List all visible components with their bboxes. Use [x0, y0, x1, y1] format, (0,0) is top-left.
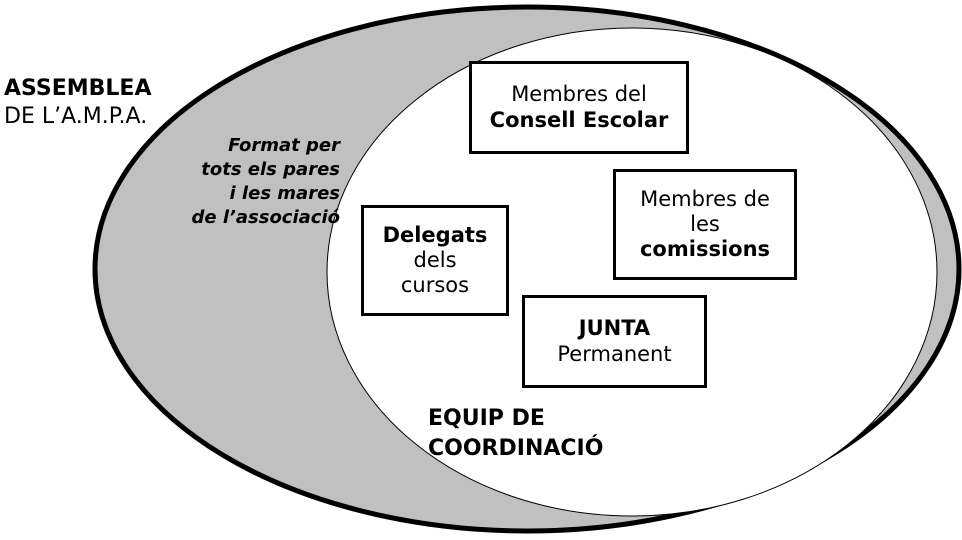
- consell-line1: Membres del: [511, 82, 647, 107]
- delegats-line2: dels: [413, 247, 457, 272]
- junta-line1: JUNTA: [578, 316, 651, 341]
- junta-line2: Permanent: [557, 341, 672, 366]
- equip-line2: COORDINACIÓ: [428, 436, 604, 461]
- consell-line2: Consell Escolar: [489, 107, 669, 132]
- delegats-box: Delegats dels cursos: [361, 205, 509, 316]
- description-line: i les mares: [229, 183, 341, 204]
- consell-escolar-box: Membres del Consell Escolar: [469, 61, 689, 154]
- description-line: Format per: [228, 135, 340, 156]
- assemblea-title: ASSEMBLEA: [4, 76, 152, 101]
- equip-line1: EQUIP DE: [428, 406, 545, 431]
- description-line: tots els pares: [201, 159, 340, 180]
- assemblea-description: Format per tots els pares i les mares de…: [150, 134, 341, 230]
- comissions-line1: Membres de: [640, 186, 770, 211]
- equip-label: EQUIP DE COORDINACIÓ: [428, 404, 603, 464]
- description-line: de l’associació: [191, 207, 341, 228]
- delegats-line1: Delegats: [382, 222, 488, 247]
- comissions-line2: les: [690, 211, 720, 236]
- assemblea-subtitle: DE L’A.M.P.A.: [4, 104, 148, 129]
- junta-box: JUNTA Permanent: [522, 295, 707, 388]
- comissions-box: Membres de les comissions: [613, 169, 797, 280]
- delegats-line3: cursos: [400, 273, 470, 298]
- comissions-line3: comissions: [639, 237, 771, 262]
